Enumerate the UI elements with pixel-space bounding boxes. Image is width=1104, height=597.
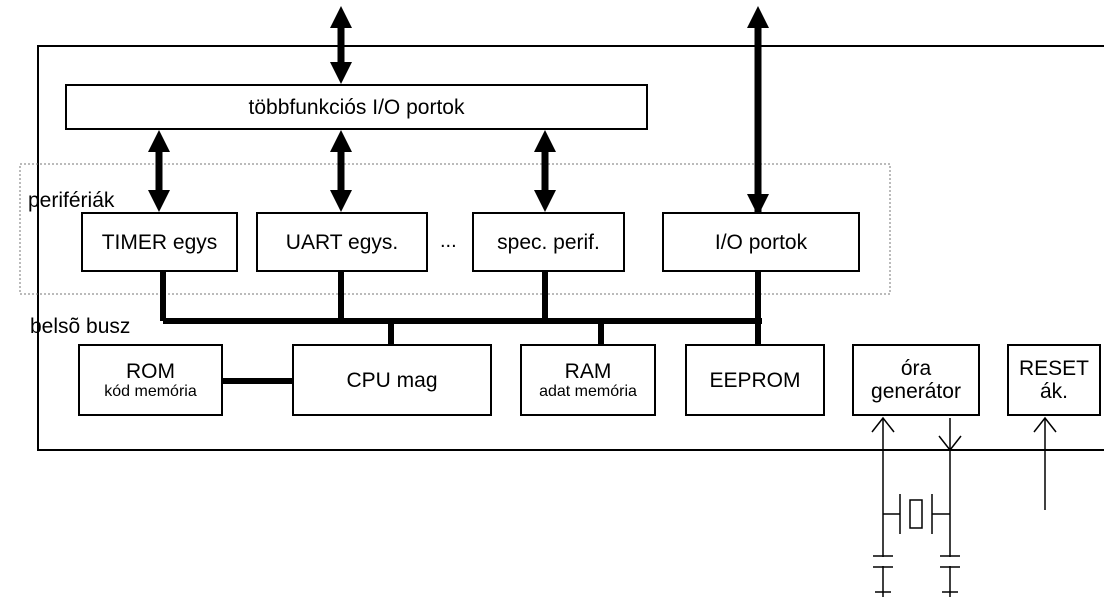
eeprom-label: EEPROM — [709, 368, 801, 392]
mcu-outline — [37, 45, 1104, 451]
rom-title: ROM — [126, 359, 175, 383]
eeprom-box: EEPROM — [685, 344, 825, 416]
external-arrowheads — [330, 6, 769, 216]
reset-circuit-line2: ák. — [1039, 380, 1068, 403]
internal-bus — [160, 270, 762, 384]
ram-title: RAM — [564, 359, 612, 383]
clock-reset-lines — [871, 416, 1057, 597]
ram-box: RAM adat memória — [520, 344, 656, 416]
cpu-core-label: CPU mag — [346, 368, 438, 392]
io-ports-label: I/O portok — [714, 230, 808, 254]
rom-box: ROM kód memória — [78, 344, 223, 416]
ram-subtitle: adat memória — [539, 382, 637, 400]
special-peripheral-label: spec. perif. — [497, 230, 600, 254]
internal-bus-label: belsõ busz — [30, 315, 131, 338]
port-bus-arrows — [155, 140, 549, 198]
clock-generator-line1: óra — [900, 357, 932, 380]
reset-circuit-box: RESET ák. — [1007, 344, 1101, 416]
io-ports-box: I/O portok — [662, 212, 860, 272]
ellipsis-label: ... — [440, 230, 457, 252]
rom-subtitle: kód memória — [104, 382, 197, 400]
special-peripheral-box: spec. perif. — [472, 212, 625, 272]
clock-generator-line2: generátor — [871, 380, 961, 403]
timer-unit-label: TIMER egys — [101, 230, 218, 254]
multifunction-io-ports-box: többfunkciós I/O portok — [65, 84, 648, 130]
clock-generator-box: óra generátor — [852, 344, 980, 416]
timer-unit-box: TIMER egys — [81, 212, 238, 272]
cpu-core-box: CPU mag — [292, 344, 492, 416]
peripherals-label: perifériák — [28, 189, 115, 212]
reset-circuit-line1: RESET — [1018, 357, 1089, 380]
uart-unit-box: UART egys. — [256, 212, 428, 272]
multifunction-io-ports-label: többfunkciós I/O portok — [248, 95, 465, 119]
port-arrowheads — [148, 130, 556, 212]
uart-unit-label: UART egys. — [285, 230, 399, 254]
